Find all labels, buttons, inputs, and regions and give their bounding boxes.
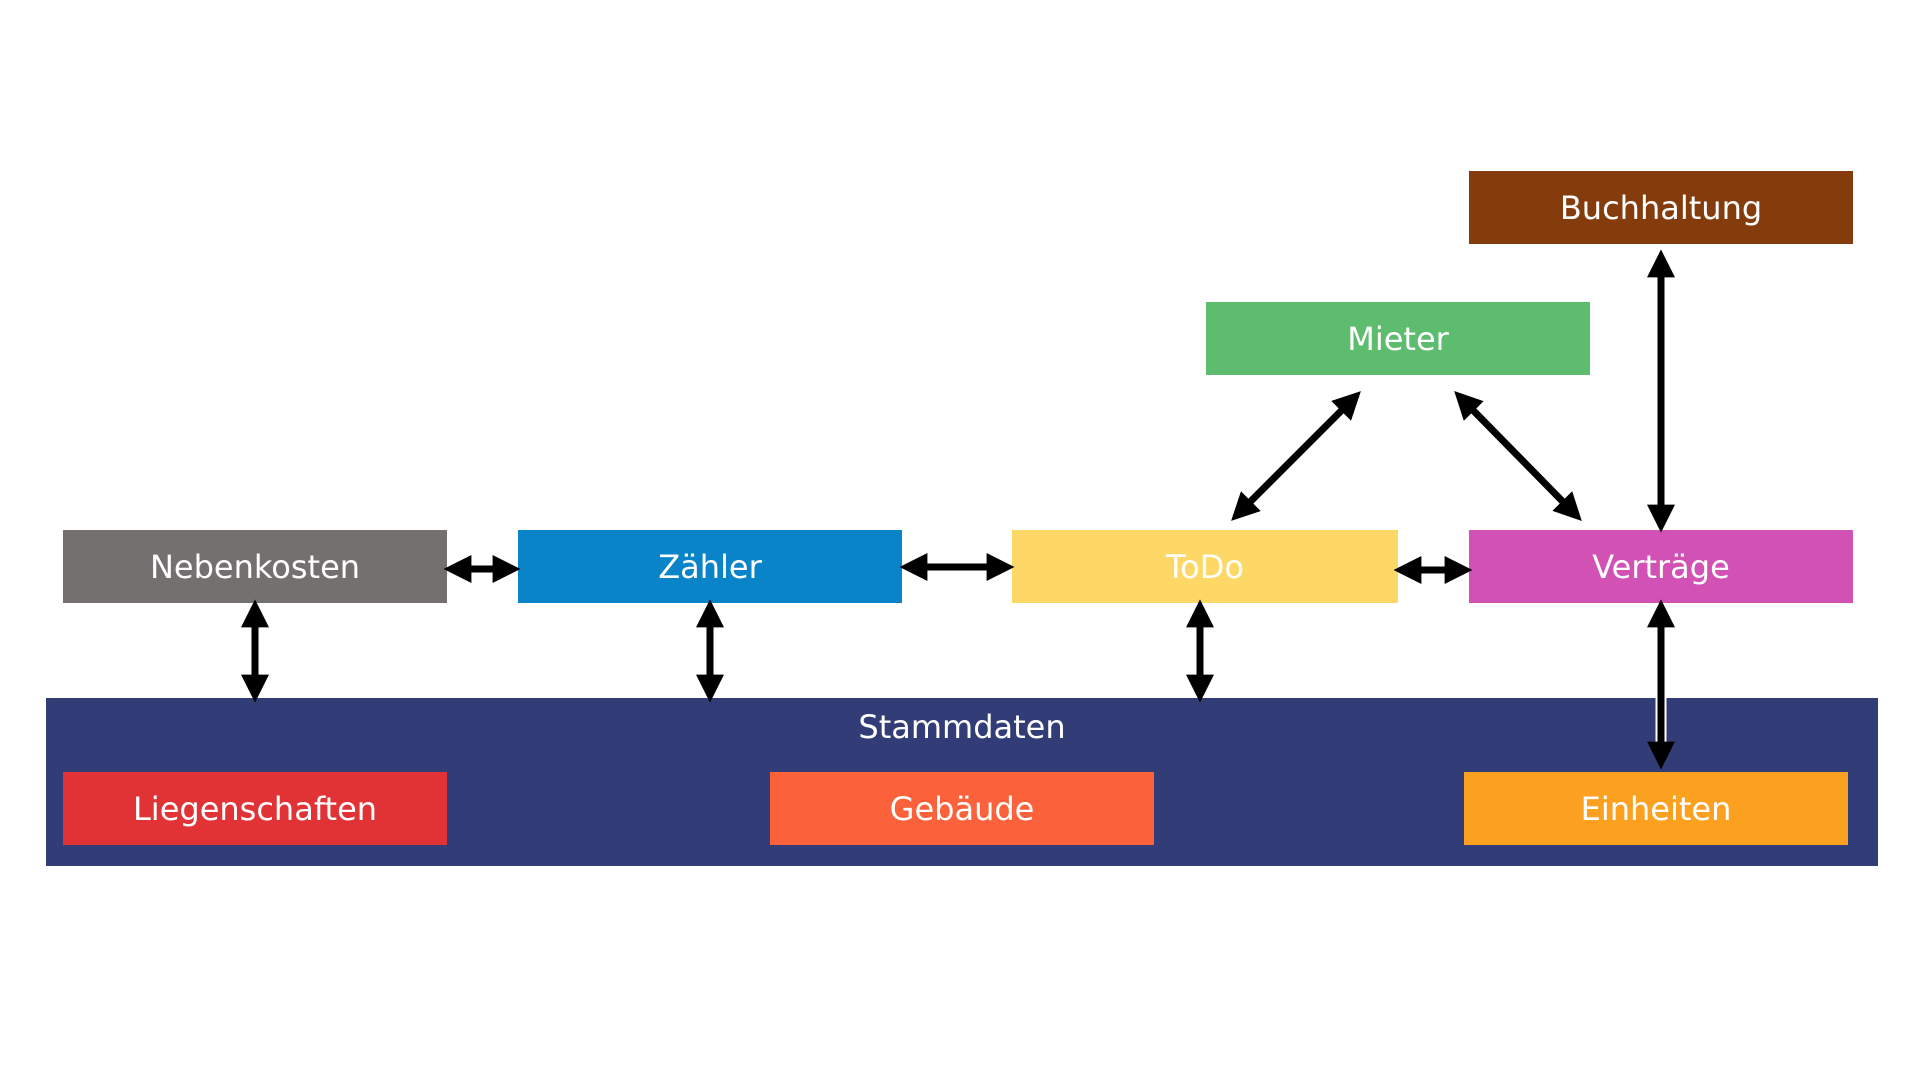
stammdaten-title: Stammdaten [858,708,1066,746]
node-gebaeude: Gebäude [770,772,1154,845]
node-einheiten-label: Einheiten [1580,789,1732,828]
node-mieter-label: Mieter [1347,319,1449,358]
node-gebaeude-label: Gebäude [889,789,1035,828]
node-zaehler: Zähler [518,530,902,603]
node-todo: ToDo [1012,530,1398,603]
node-nebenkosten-label: Nebenkosten [149,547,361,586]
node-todo-label: ToDo [1166,547,1244,586]
node-mieter: Mieter [1206,302,1590,375]
node-zaehler-label: Zähler [658,547,762,586]
arrow-todo-mieter [1231,391,1361,521]
node-liegenschaften: Liegenschaften [63,772,447,845]
node-vertraege-label: Verträge [1592,547,1730,586]
node-liegenschaften-label: Liegenschaften [132,789,378,828]
node-vertraege: Verträge [1469,530,1853,603]
node-buchhaltung: Buchhaltung [1469,171,1853,244]
node-einheiten: Einheiten [1464,772,1848,845]
node-buchhaltung-label: Buchhaltung [1559,188,1763,227]
node-nebenkosten: Nebenkosten [63,530,447,603]
arrow-mieter-vertraege [1454,391,1582,521]
